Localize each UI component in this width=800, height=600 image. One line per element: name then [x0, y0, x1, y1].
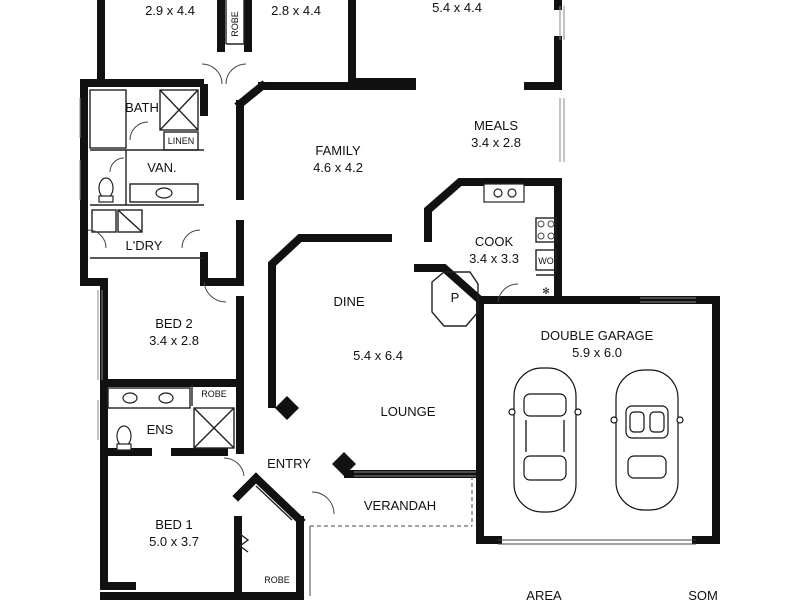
ldry-label: L'DRY — [126, 238, 163, 253]
cook-dims: 3.4 x 3.3 — [469, 251, 519, 266]
car-right — [610, 369, 684, 511]
bed2-dims: 3.4 x 2.8 — [149, 333, 199, 348]
linen-label: LINEN — [168, 136, 195, 146]
bath-label: BATH — [125, 100, 159, 115]
verandah-label: VERANDAH — [364, 498, 436, 513]
bed-top-right-dims: 5.4 x 4.4 — [432, 0, 482, 15]
meals-dims: 3.4 x 2.8 — [471, 135, 521, 150]
bed-top-left-dims: 2.9 x 4.4 — [145, 3, 195, 18]
fan-icon: ✻ — [542, 286, 550, 296]
area-label: AREA — [526, 588, 562, 600]
robe-bed2-label: ROBE — [201, 389, 227, 399]
garage-label: DOUBLE GARAGE — [541, 328, 654, 343]
dine-label: DINE — [333, 294, 364, 309]
room-labels: 2.9 x 4.4 2.8 x 4.4 5.4 x 4.4 ROBE BATH … — [125, 0, 718, 600]
bed1-label: BED 1 — [155, 517, 193, 532]
column-marker — [332, 452, 356, 476]
walls — [80, 0, 720, 600]
lounge-label: LOUNGE — [381, 404, 436, 419]
lounge-dims: 5.4 x 6.4 — [353, 348, 403, 363]
entry-label: ENTRY — [267, 456, 311, 471]
robe-top-label: ROBE — [230, 11, 240, 37]
robe-bed1-label: ROBE — [264, 575, 290, 585]
bed1-dims: 5.0 x 3.7 — [149, 534, 199, 549]
garage-dims: 5.9 x 6.0 — [572, 345, 622, 360]
sqm-label: SQM — [688, 588, 718, 600]
van-label: VAN. — [147, 160, 176, 175]
bed-top-mid-dims: 2.8 x 4.4 — [271, 3, 321, 18]
wo-label: WO — [538, 256, 554, 266]
bed2-label: BED 2 — [155, 316, 193, 331]
car-left — [508, 367, 582, 513]
cook-label: COOK — [475, 234, 514, 249]
family-label: FAMILY — [315, 143, 361, 158]
details: ✻ — [79, 0, 696, 596]
family-dims: 4.6 x 4.2 — [313, 160, 363, 175]
pantry-label: P — [451, 290, 460, 305]
ens-label: ENS — [147, 422, 174, 437]
meals-label: MEALS — [474, 118, 518, 133]
column-marker — [275, 396, 299, 420]
